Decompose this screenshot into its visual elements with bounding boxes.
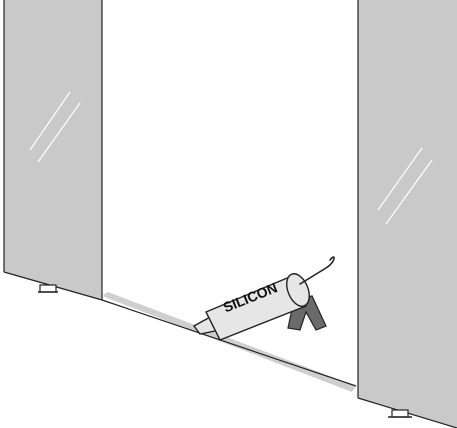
left-glass-clip-icon: [38, 284, 58, 293]
right-glass-clip-icon: [388, 409, 412, 418]
silicone-tube-body: [205, 275, 307, 341]
silicone-bead-strip: [102, 292, 356, 392]
right-clip-body: [391, 409, 409, 418]
right-glass-reflection-1: [377, 147, 423, 211]
gun-plunger-rod: [299, 256, 335, 285]
left-clip-body: [39, 284, 57, 293]
left-glass-surface: [4, 0, 102, 300]
caulking-gun-icon: SILICON: [192, 256, 335, 341]
left-glass-reflection-1: [29, 91, 71, 151]
right-glass-panel: [357, 0, 457, 428]
right-glass-surface: [358, 0, 457, 428]
floor-line: [101, 299, 357, 387]
right-glass-reflection-2: [385, 159, 433, 225]
left-glass-panel: [3, 0, 103, 301]
left-glass-reflection-2: [37, 102, 81, 163]
